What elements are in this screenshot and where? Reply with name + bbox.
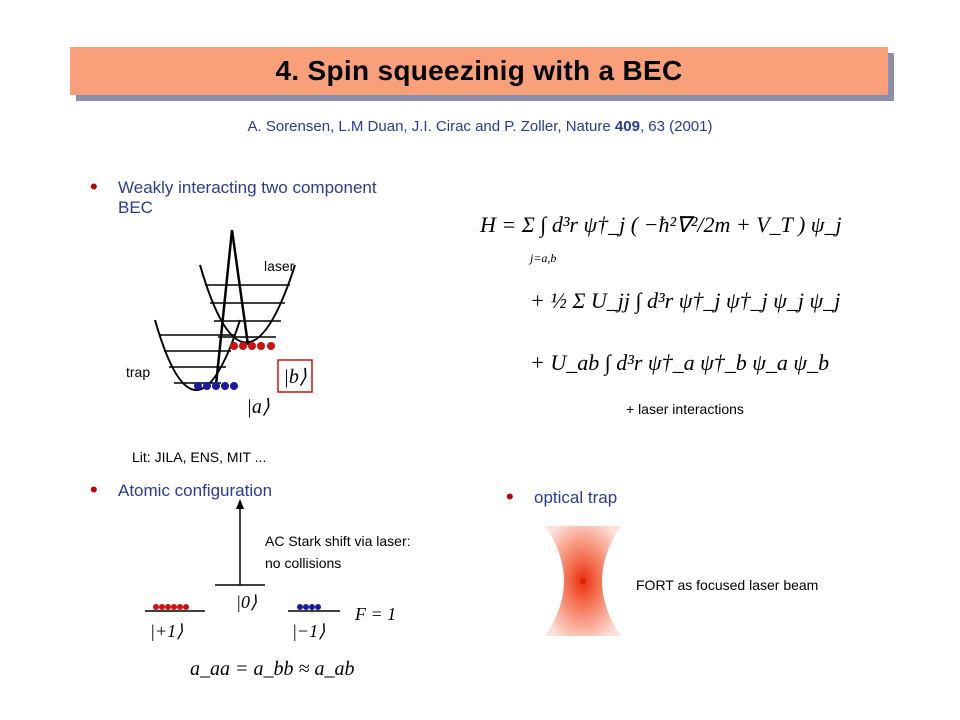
ac-stark-line1: AC Stark shift via laser: (265, 533, 411, 549)
hamiltonian-line-2: + ½ Σ U_jj ∫ d³r ψ†_j ψ†_j ψ_j ψ_j (530, 288, 840, 314)
state-b-label: |b⟩ (283, 366, 306, 388)
laser-line-2 (214, 229, 234, 386)
label-fort: FORT as focused laser beam (636, 577, 819, 593)
bullet-optical-text: optical trap (534, 488, 618, 507)
bullet-bec-line1: Weakly interacting two component (118, 178, 377, 197)
levels-a (160, 334, 235, 384)
page-title: 4. Spin squeezinig with a BEC (275, 55, 683, 86)
label-laser: laser (264, 258, 295, 274)
hamiltonian-line-3: + U_ab ∫ d³r ψ†_a ψ†_b ψ_a ψ_b (530, 350, 829, 376)
bullet-dot: • (90, 477, 98, 502)
citation-authors: A. Sorensen, L.M Duan, J.I. Cirac and P.… (247, 118, 615, 135)
citation: A. Sorensen, L.M Duan, J.I. Cirac and P.… (0, 118, 960, 135)
hamiltonian-line-1: H = Σ ∫ d³r ψ†_j ( −ħ²∇²/2m + V_T ) ψ_j (479, 212, 842, 238)
atoms-red (230, 342, 275, 350)
scattering-lengths: a_aa = a_bb ≈ a_ab (190, 658, 354, 680)
hamiltonian-equation: H = Σ ∫ d³r ψ†_j ( −ħ²∇²/2m + V_T ) ψ_j … (479, 212, 842, 376)
atoms-blue (194, 382, 238, 390)
bullet-atomic-text: Atomic configuration (118, 481, 273, 500)
laser-line-1 (230, 229, 250, 346)
arrow-head (236, 499, 244, 509)
optical-trap-beam (545, 526, 621, 636)
state-plus-label: |+1⟩ (150, 621, 183, 641)
ac-stark-note: AC Stark shift via laser: no collisions (265, 530, 411, 574)
atomic-level-diagram: |0⟩ |+1⟩ |−1⟩ F = 1 a_aa = a_bb ≈ a_ab (145, 499, 396, 680)
atoms-minus (297, 604, 321, 610)
title-bar: 4. Spin squeezinig with a BEC (70, 47, 888, 95)
bullet-bec-line2: BEC (118, 198, 153, 217)
label-laser-interactions: + laser interactions (626, 401, 744, 417)
hamiltonian-sum-index: j=a,b (528, 251, 556, 265)
parabola-b (199, 264, 296, 344)
state-b-box (277, 359, 313, 393)
ac-stark-line2: no collisions (265, 555, 342, 571)
beam-focus (580, 578, 586, 584)
label-lit: Lit: JILA, ENS, MIT ... (132, 449, 267, 465)
parabola-a (154, 319, 241, 391)
bullet-dot: • (90, 174, 98, 199)
trap-diagram: |b⟩ |a⟩ (154, 229, 313, 418)
label-trap: trap (126, 364, 151, 380)
state-a-label: |a⟩ (246, 396, 269, 418)
bullet-optical: • optical trap (506, 484, 618, 509)
citation-volume: 409 (614, 118, 640, 135)
bullet-bec: • Weakly interacting two component BEC (90, 174, 377, 218)
f-equals-label: F = 1 (354, 604, 396, 624)
state-zero-label: |0⟩ (236, 592, 257, 612)
citation-pages: , 63 (2001) (639, 118, 713, 135)
bullet-atomic: • Atomic configuration (90, 477, 273, 502)
bullet-dot: • (506, 484, 514, 509)
atoms-plus (153, 604, 189, 610)
state-minus-label: |−1⟩ (292, 621, 325, 641)
